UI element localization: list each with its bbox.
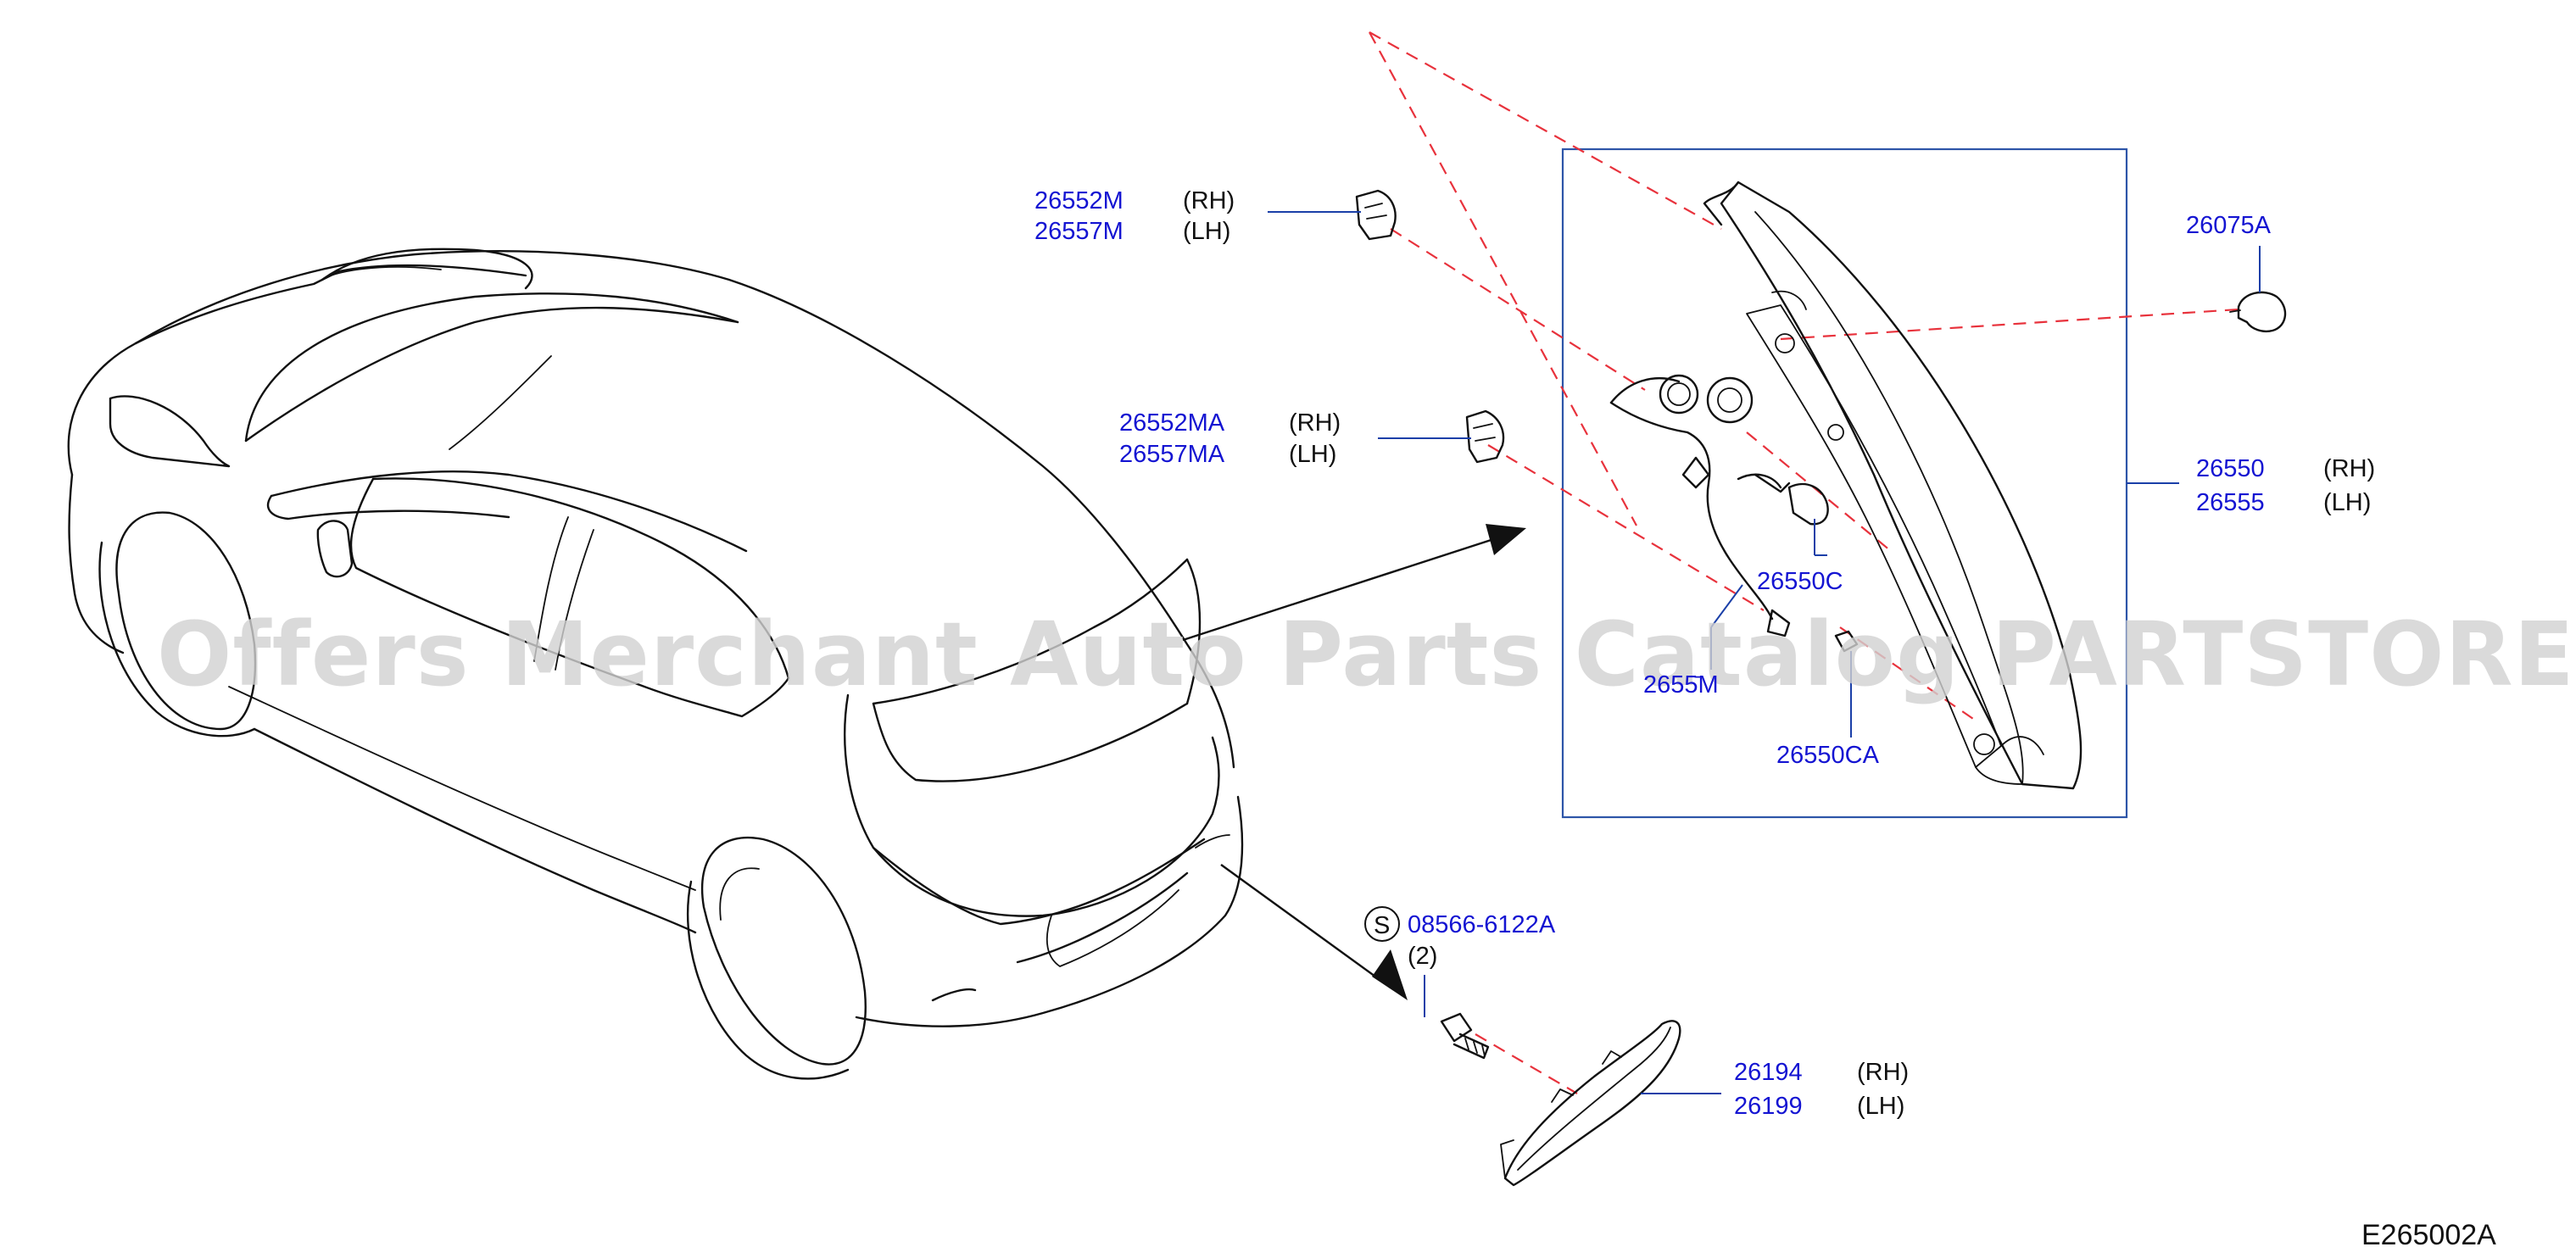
label-26557ma[interactable]: 26557MA [1119, 441, 1225, 468]
label-26550-side: (RH) [2323, 455, 2375, 482]
figure-code: E265002A [2361, 1219, 2496, 1251]
bulb-holder-lower [1465, 409, 1505, 464]
label-26555-side: (LH) [2323, 489, 2371, 516]
label-26550ca[interactable]: 26550CA [1776, 742, 1880, 769]
fastener-clip [2229, 291, 2287, 333]
label-harness[interactable]: 2655̄M [1643, 671, 1719, 699]
label-26557m-side: (LH) [1183, 218, 1230, 245]
rear-reflex-reflector [1500, 1020, 1681, 1187]
label-26552ma-side: (RH) [1289, 409, 1341, 437]
rear-combination-lamp [1703, 181, 2083, 790]
screw [1440, 1012, 1490, 1060]
label-26552m[interactable]: 26552M [1034, 187, 1124, 214]
label-screw-qty: (2) [1408, 943, 1437, 970]
lamp-assembly-box [1561, 148, 2128, 819]
label-26557ma-side: (LH) [1289, 441, 1336, 468]
label-26550[interactable]: 26550 [2196, 455, 2265, 482]
label-26552m-side: (RH) [1183, 187, 1235, 214]
label-08566-6122a[interactable]: 08566-6122A [1408, 911, 1556, 938]
label-26194-side: (RH) [1857, 1059, 1909, 1086]
standard-part-symbol [1364, 906, 1400, 942]
standard-symbol-letter: S [1374, 912, 1390, 939]
installation-dashes [1369, 31, 2239, 1094]
label-26194[interactable]: 26194 [1734, 1059, 1803, 1086]
watermark: Offers Merchant Auto Parts Catalog PARTS… [157, 603, 2576, 706]
vehicle-outline [67, 248, 1244, 1080]
label-26555[interactable]: 26555 [2196, 489, 2265, 516]
label-26557m[interactable]: 26557M [1034, 218, 1124, 245]
label-26552ma[interactable]: 26552MA [1119, 409, 1225, 437]
callout-leaders [1268, 211, 2261, 1094]
label-26075a[interactable]: 26075A [2186, 212, 2272, 239]
label-26550c[interactable]: 26550C [1757, 568, 1843, 595]
label-26199-side: (LH) [1857, 1093, 1904, 1120]
leader-arrows [1182, 524, 1526, 1000]
label-26199[interactable]: 26199 [1734, 1093, 1803, 1120]
bulb-holder-upper [1355, 189, 1397, 241]
